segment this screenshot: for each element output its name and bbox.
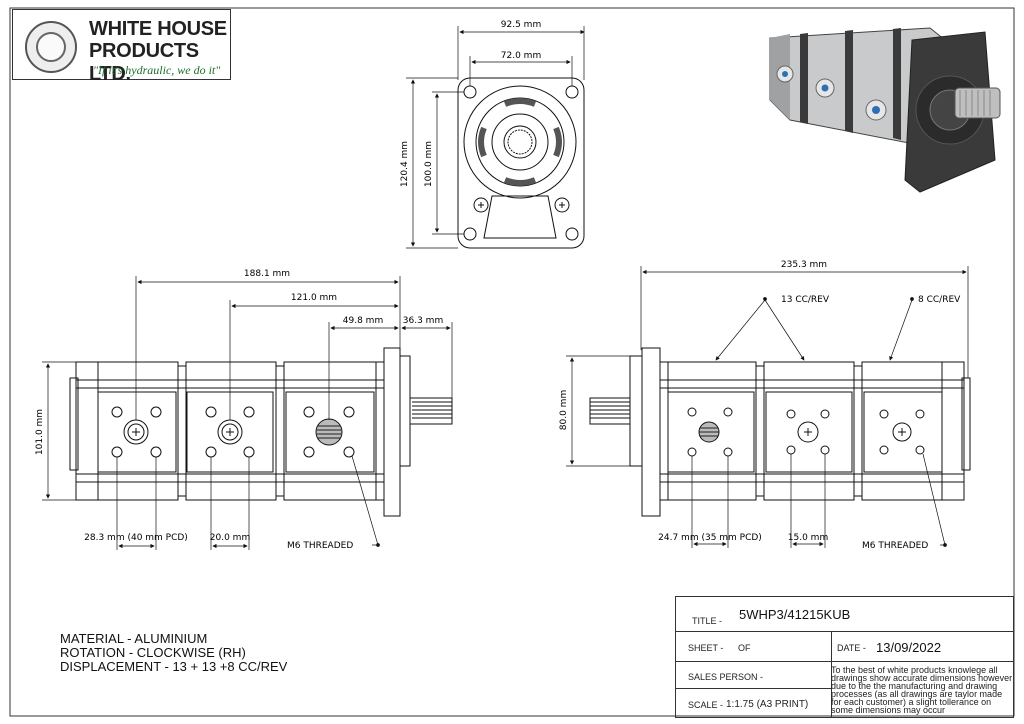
dim-front-height-inner: 100.0 mm — [424, 141, 434, 187]
sheet-border — [9, 7, 1015, 717]
sales-person-label: SALES PERSON - — [688, 672, 764, 682]
spec-material: MATERIAL - ALUMINIUM — [60, 631, 208, 646]
company-name-line1: WHITE HOUSE — [89, 18, 227, 40]
company-logo-block: WHITE HOUSE PRODUCTS LTD. "If it's hydra… — [12, 9, 231, 85]
dim-left-mid: 121.0 mm — [291, 293, 337, 303]
dim-left-height: 101.0 mm — [35, 409, 45, 455]
company-seal-icon — [25, 21, 77, 73]
label-right-disp-8: 8 CC/REV — [918, 295, 961, 305]
right-side-view — [589, 347, 971, 517]
right-dimensions — [566, 266, 969, 548]
dim-right-pcd: 24.7 mm (35 mm PCD) — [658, 533, 762, 543]
front-flange-view — [457, 77, 585, 249]
dim-right-small: 15.0 mm — [788, 533, 828, 543]
dim-right-overall: 235.3 mm — [781, 260, 827, 270]
dim-right-height: 80.0 mm — [559, 390, 569, 430]
company-name-line2: PRODUCTS LTD. — [89, 40, 199, 85]
dim-left-shaft: 36.3 mm — [403, 316, 443, 326]
company-slogan: "If it's hydraulic, we do it" — [93, 63, 221, 77]
dim-front-height-outer: 120.4 mm — [400, 141, 410, 187]
front-dimensions — [406, 26, 585, 249]
dim-left-section3: 49.8 mm — [343, 316, 383, 326]
title-value: 5WHP3/41215KUB — [739, 607, 851, 622]
label-right-thread: M6 THREADED — [862, 541, 928, 551]
label-right-disp-13: 13 CC/REV — [781, 295, 830, 305]
title-label: TITLE - — [692, 616, 723, 626]
label-left-thread: M6 THREADED — [287, 541, 353, 551]
date-value: 13/09/2022 — [876, 640, 942, 655]
scale-value: 1:1.75 (A3 PRINT) — [726, 699, 809, 710]
spec-rotation: ROTATION - CLOCKWISE (RH) — [60, 645, 246, 660]
pump-3d-render — [769, 27, 1001, 193]
dim-left-pcd: 28.3 mm (40 mm PCD) — [84, 533, 188, 543]
disclaimer-text: To the best of white products knowlege a… — [831, 665, 1013, 715]
left-dimensions — [42, 276, 453, 550]
dim-front-width-outer: 92.5 mm — [501, 20, 541, 30]
scale-label: SCALE - — [688, 700, 724, 710]
dim-front-width-inner: 72.0 mm — [501, 51, 541, 61]
date-label: DATE - — [837, 643, 866, 653]
left-side-view — [69, 347, 453, 517]
sheet-label: SHEET - — [688, 643, 724, 653]
title-block: TITLE - 5WHP3/41215KUB SHEET - OF DATE -… — [675, 596, 1014, 718]
dim-left-small: 20.0 mm — [210, 533, 250, 543]
sheet-of: OF — [738, 643, 751, 653]
dim-left-overall: 188.1 mm — [244, 269, 290, 279]
spec-displacement: DISPLACEMENT - 13 + 13 +8 CC/REV — [60, 659, 288, 674]
